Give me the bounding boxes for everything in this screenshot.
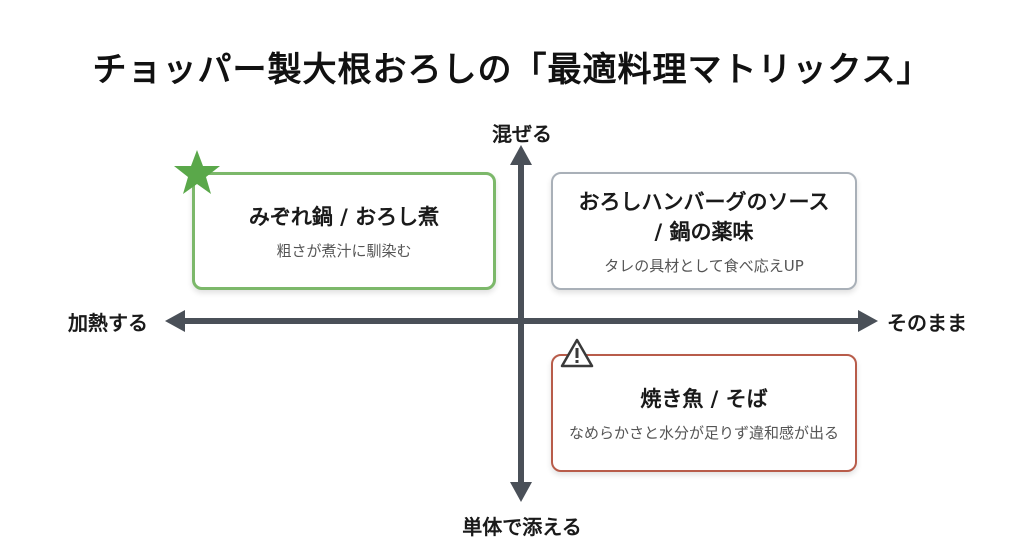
quadrant-card-top-left: みぞれ鍋 / おろし煮 粗さが煮汁に馴染む [192, 172, 496, 290]
quadrant-card-bottom-right: 焼き魚 / そば なめらかさと水分が足りず違和感が出る [551, 354, 857, 472]
quadrant-top-left-title: みぞれ鍋 / おろし煮 [248, 204, 440, 229]
quadrant-card-top-right: おろしハンバーグのソース / 鍋の薬味 タレの具材として食べ応えUP [551, 172, 857, 290]
quadrant-bottom-right-subtitle: なめらかさと水分が足りず違和感が出る [568, 423, 839, 442]
quadrant-top-right-title-line2: / 鍋の薬味 [654, 219, 754, 244]
arrow-left [165, 310, 185, 332]
quadrant-top-right-title-line1: おろしハンバーグのソース [578, 189, 830, 214]
axis-label-right: そのまま [887, 311, 967, 335]
star-icon [174, 150, 220, 194]
arrow-down [510, 482, 532, 502]
axis-label-left: 加熱する [68, 311, 148, 335]
warning-icon [560, 338, 594, 368]
axis-label-bottom: 単体で添える [462, 515, 582, 539]
axis-label-top: 混ぜる [492, 122, 552, 146]
page-title: チョッパー製大根おろしの「最適料理マトリックス」 [92, 50, 932, 90]
quadrant-bottom-right-title: 焼き魚 / そば [640, 386, 768, 411]
quadrant-top-left-subtitle: 粗さが煮汁に馴染む [276, 241, 412, 260]
arrow-right [858, 310, 878, 332]
quadrant-top-right-subtitle: タレの具材として食べ応えUP [604, 256, 804, 275]
arrow-up [510, 145, 532, 165]
